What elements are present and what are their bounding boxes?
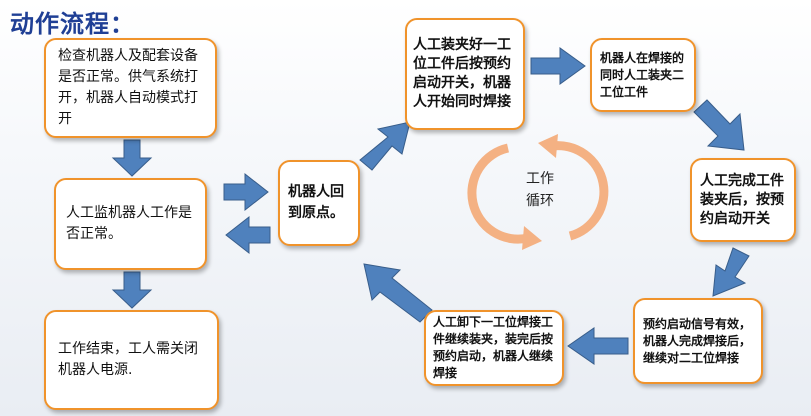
arrow-diag-unload-return bbox=[363, 263, 433, 323]
step-return-origin: 机器人回到原点。 bbox=[278, 160, 360, 246]
work-cycle-label: 工作 循环 bbox=[508, 168, 572, 212]
step-load-station1: 人工装夹好一工位工件后按预约启动开关，机器人开始同时焊接 bbox=[405, 18, 525, 130]
arrow-diag-return-load1 bbox=[359, 121, 411, 171]
step-check-equipment: 检查机器人及配套设备是否正常。供气系统打开，机器人自动模式打开 bbox=[44, 38, 217, 138]
cycle-arrow-right bbox=[551, 141, 609, 241]
step-check-text: 检查机器人及配套设备是否正常。供气系统打开，机器人自动模式打开 bbox=[58, 48, 198, 127]
arrow-left-signal-unload bbox=[567, 327, 629, 365]
step-weld1-text: 机器人在焊接的同时人工装夹二工位工件 bbox=[600, 50, 685, 99]
step-end-text: 工作结束，工人需关闭机器人电源. bbox=[58, 341, 198, 378]
arrow-diag-weld1-finish bbox=[693, 99, 745, 151]
step-end-work: 工作结束，工人需关闭机器人电源. bbox=[44, 310, 219, 410]
step-monitor-robot: 人工监机器人工作是否正常。 bbox=[54, 178, 207, 270]
cycle-arrows bbox=[467, 134, 609, 250]
arrow-right-monitor-return bbox=[223, 172, 269, 212]
step-unload-station1: 人工卸下一工位焊接工件继续装夹，装完后按预约启动，机器人继续焊接 bbox=[424, 310, 564, 386]
step-signal-text: 预约启动信号有效，机器人完成焊接后，继续对二工位焊接 bbox=[643, 316, 752, 365]
cycle-arrowhead-right bbox=[538, 134, 558, 158]
step-unload-text: 人工卸下一工位焊接工件继续装夹，装完后按预约启动，机器人继续焊接 bbox=[433, 315, 554, 380]
step-monitor-text: 人工监机器人工作是否正常。 bbox=[66, 205, 192, 242]
page-title: 动作流程： bbox=[10, 10, 135, 38]
step-return-text: 机器人回到原点。 bbox=[288, 184, 344, 221]
cycle-arrow-left bbox=[467, 143, 529, 244]
arrow-down-check-monitor bbox=[111, 139, 153, 177]
step-finish-loading: 人工完成工件装夹后，按预约启动开关 bbox=[690, 158, 796, 242]
cycle-arrowhead-left bbox=[522, 226, 542, 250]
arrow-down-monitor-end bbox=[111, 271, 153, 309]
step-weld-station1: 机器人在焊接的同时人工装夹二工位工件 bbox=[590, 38, 696, 112]
arrow-left-return-monitor bbox=[225, 215, 271, 255]
cycle-label-line2: 循环 bbox=[526, 193, 554, 209]
step-reservation-signal: 预约启动信号有效，机器人完成焊接后，继续对二工位焊接 bbox=[633, 298, 763, 384]
step-finish-text: 人工完成工件装夹后，按预约启动开关 bbox=[700, 172, 784, 227]
arrow-diag-finish-signal bbox=[712, 247, 750, 297]
step-load1-text: 人工装夹好一工位工件后按预约启动开关，机器人开始同时焊接 bbox=[413, 37, 511, 110]
cycle-label-line1: 工作 bbox=[526, 171, 554, 187]
arrow-right-load1-weld1 bbox=[530, 47, 586, 85]
